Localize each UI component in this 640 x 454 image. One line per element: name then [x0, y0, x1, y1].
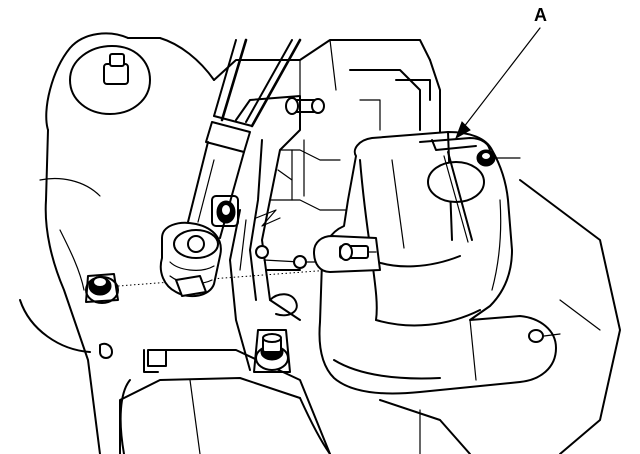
callout-label-a: A [534, 5, 547, 25]
cover-housing-a [313, 131, 561, 395]
left-bolt [85, 269, 331, 304]
shift-cable-assembly [159, 38, 302, 298]
lower-bolt [253, 329, 291, 373]
callout-a-leader [455, 27, 541, 140]
mounting-bracket [229, 95, 351, 371]
